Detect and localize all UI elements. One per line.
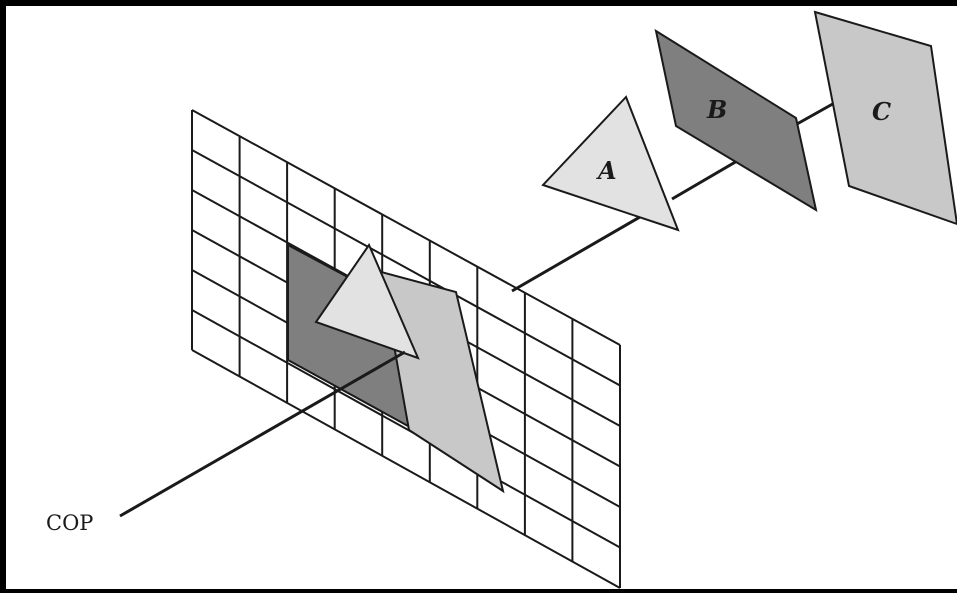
projections <box>287 242 505 494</box>
polygon-b-label: B <box>706 95 727 124</box>
polygon-a: A <box>541 95 680 232</box>
frame-top <box>0 0 957 6</box>
grid-row-line <box>191 349 621 589</box>
ray-segment-plane-to-a <box>511 208 653 293</box>
polygon-a-shape <box>541 95 680 232</box>
frame-left <box>0 0 6 593</box>
polygon-c: C <box>813 10 957 226</box>
polygon-b-shape <box>654 28 818 213</box>
grid-row-line <box>191 109 621 346</box>
grid-row-line <box>191 309 621 549</box>
grid-row-line <box>191 149 621 387</box>
polygon-b: B <box>654 28 818 213</box>
ray-segment-cop-to-plane <box>119 350 406 518</box>
projection-c <box>379 270 505 494</box>
frame-bottom <box>0 589 957 593</box>
projection-a <box>314 242 420 360</box>
polygon-a-label: A <box>596 156 617 185</box>
polygon-c-label: C <box>872 97 891 126</box>
cop-label: COP <box>46 511 93 535</box>
polygon-c-shape <box>813 10 957 226</box>
projector-ray <box>119 208 653 518</box>
